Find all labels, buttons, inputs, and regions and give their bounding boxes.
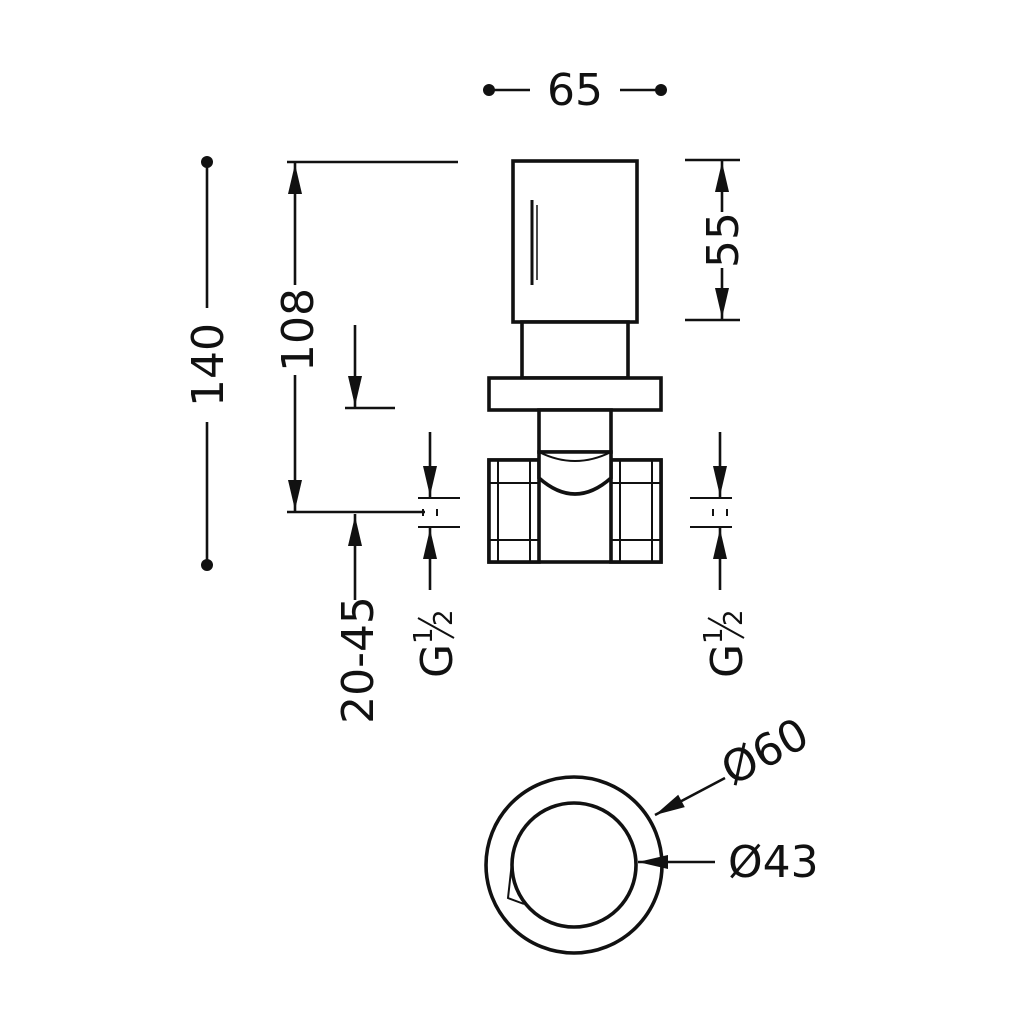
thread-right-letter: G [702, 644, 753, 678]
valve-spindle [520, 320, 630, 380]
inner-diameter-label: Ø43 [728, 837, 819, 888]
thread-left-dimension: G 1 2 [409, 432, 463, 678]
right-connection-nut [609, 458, 663, 564]
total-height-label: 140 [183, 323, 234, 407]
inner-ring [510, 801, 638, 929]
valve-handle [511, 159, 639, 324]
left-connection-nut [487, 458, 541, 564]
width-label: 65 [547, 65, 603, 116]
valve-neck [537, 408, 613, 454]
flange-reference-arrow [345, 325, 395, 410]
thread-left-letter: G [412, 644, 463, 678]
valve-front-view [487, 159, 663, 564]
dimension-width: 65 [483, 65, 667, 116]
valve-dome [537, 450, 613, 496]
dimension-108-label: 108 [273, 288, 324, 372]
thread-left-denominator: 2 [429, 609, 459, 626]
outer-diameter-label: Ø60 [713, 708, 817, 796]
valve-top-view: Ø60 Ø43 [484, 708, 819, 955]
valve-flange [487, 376, 663, 412]
thread-right-dimension: G 1 2 [690, 432, 753, 678]
dimension-total-height: 140 [183, 156, 234, 571]
dimension-wall-range: 20-45 [333, 514, 384, 724]
wall-range-label: 20-45 [333, 596, 384, 724]
thread-left-numerator: 1 [409, 627, 439, 644]
dimension-handle-height: 55 [685, 158, 749, 322]
thread-right-denominator: 2 [719, 609, 749, 626]
thread-right-numerator: 1 [699, 627, 729, 644]
dimension-108: 108 [273, 160, 458, 514]
handle-height-label: 55 [698, 212, 749, 268]
